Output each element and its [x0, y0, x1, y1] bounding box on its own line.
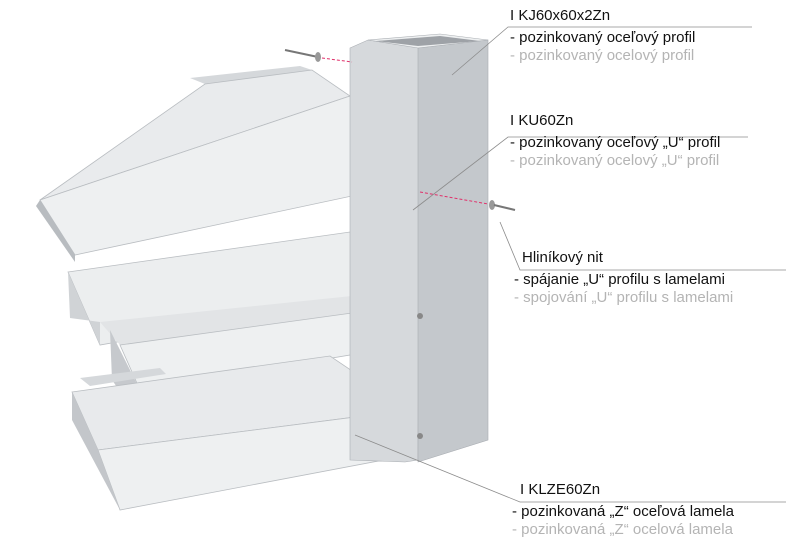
screw-icon: [417, 433, 423, 439]
callout-cz: - pozinkovaný ocelový profil: [510, 47, 695, 64]
callout-u-profile: I KU60Zn - pozinkovaný oceľový „U“ profi…: [510, 112, 720, 170]
callout-code: I KU60Zn: [510, 112, 574, 129]
callout-cz: - pozinkovaná „Z“ ocelová lamela: [512, 521, 733, 538]
callout-cz: - pozinkovaný ocelový „U“ profil: [510, 152, 720, 169]
rivet-right: [419, 191, 516, 211]
steel-column: [349, 33, 489, 463]
callout-rivet: Hliníkový nit - spájanie „U“ profilu s l…: [514, 249, 733, 307]
callout-cz: - spojování „U“ profilu s lamelami: [514, 289, 734, 306]
louver-blade-3: [71, 355, 412, 511]
callout-code: Hliníkový nit: [522, 249, 603, 266]
callout-column: I KJ60x60x2Zn - pozinkovaný oceľový prof…: [510, 7, 695, 65]
callout-sk: - pozinkovaná „Z“ oceľová lamela: [512, 503, 734, 520]
rivet-top: [284, 49, 353, 63]
callout-code: I KJ60x60x2Zn: [510, 7, 611, 24]
callout-lamella: I KLZE60Zn - pozinkovaná „Z“ oceľová lam…: [512, 481, 734, 539]
callout-code: I KLZE60Zn: [520, 481, 601, 498]
callout-sk: - spájanie „U“ profilu s lamelami: [514, 271, 725, 288]
leader-lines: [354, 26, 786, 503]
screw-icon: [417, 313, 423, 319]
callout-sk: - pozinkovaný oceľový profil: [510, 29, 696, 46]
louver-blade-1: [36, 66, 381, 262]
callout-sk: - pozinkovaný oceľový „U“ profil: [510, 134, 721, 151]
